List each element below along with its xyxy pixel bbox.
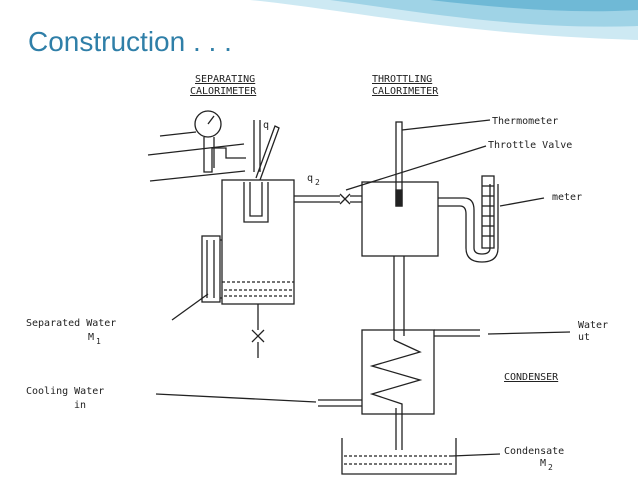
leader-inlet [147,143,245,156]
label-cooling-water-1: Cooling Water [26,386,104,397]
label-m1-sub: 1 [96,337,101,346]
sampling-tube [255,125,280,181]
leader-gauge [159,131,197,137]
pressure-gauge [194,110,246,173]
label-meter: meter [552,192,582,203]
leader-water-out [487,331,571,335]
drain-valve [251,304,265,358]
cooling-water-in-pipe [318,399,362,407]
label-throttle-valve: Throttle Valve [488,140,572,151]
leader-thermometer [401,119,491,131]
leader-cooling-in [155,393,317,403]
steam-inlet-pipe [253,120,261,172]
label-water-out-2: ut [578,332,590,343]
separating-vessel [221,179,295,305]
condenser-vessel [361,329,435,415]
thermometer [395,121,403,207]
label-thermometer: Thermometer [492,116,558,127]
banner-wave-dark [430,0,638,12]
level-gauge-glass [201,235,222,303]
label-m1: M [88,332,94,343]
label-water-out-1: Water [578,320,608,331]
pipe-label-sub: 2 [315,178,320,187]
label-condensate: Condensate [504,446,564,457]
condenser-coil [369,339,423,450]
label-m2-sub: 2 [548,463,553,472]
cooling-water-out-pipe [434,329,480,337]
manometer-tube [438,184,499,263]
separating-title-2: CALORIMETER [190,86,257,97]
pipe-label: q [307,173,313,184]
leader-separated-water [171,293,209,321]
leader-pipe [149,170,246,182]
condenser-feed-pipe [393,256,405,340]
label-separated-water: Separated Water [26,318,116,329]
separator-cup [243,182,269,223]
throttling-title-1: THROTTLING [372,74,432,85]
throttling-title-2: CALORIMETER [372,86,439,97]
separating-title-1: SEPARATING [195,74,255,85]
header-banner [250,0,638,40]
leader-throttle-valve [345,145,487,191]
label-m2: M [540,458,546,469]
label-condenser: CONDENSER [504,372,559,383]
condensate-tank [341,438,457,475]
gauge-label: q [263,120,269,131]
throttle-valve [339,193,362,205]
manometer-scale [481,175,495,249]
separated-water-level [222,281,294,297]
throttling-vessel [361,181,439,257]
label-cooling-water-2: in [74,400,86,411]
connecting-pipe [294,195,340,203]
slide-title: Construction . . . [28,26,232,57]
leader-condensate [451,453,501,457]
leader-meter [499,197,545,207]
